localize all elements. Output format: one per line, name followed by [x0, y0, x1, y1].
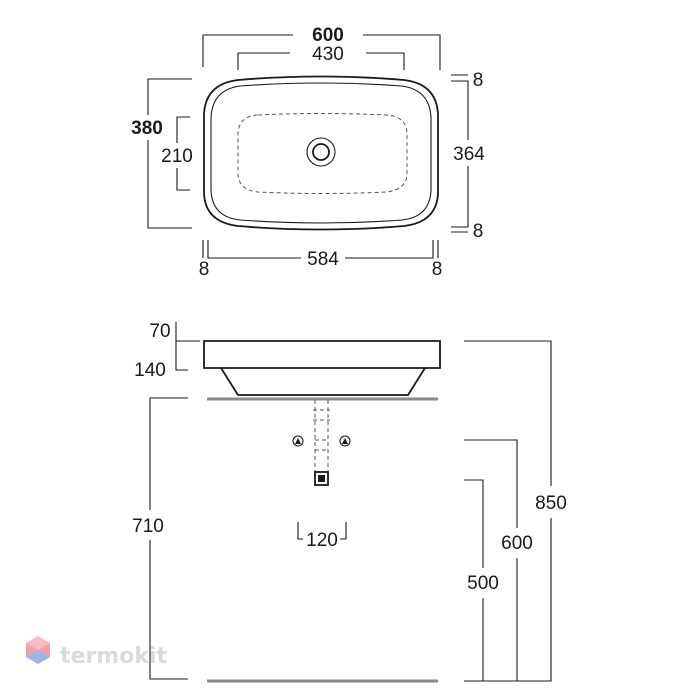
drain-pipe-dashed	[313, 400, 330, 478]
label-overall-width: 600	[312, 25, 344, 46]
dim-line-inner-width	[237, 52, 405, 70]
label-base-left: 8	[199, 259, 210, 280]
tap-marker-left	[295, 438, 301, 444]
dim-line-overall-depth	[147, 78, 192, 229]
label-overall-depth: 380	[131, 118, 163, 139]
label-height-tap: 600	[501, 533, 533, 554]
label-height-drain: 500	[467, 573, 499, 594]
dim-line-drain-spacing	[297, 522, 347, 540]
dim-line-overall-width	[202, 34, 441, 70]
basin-outer-outline	[203, 75, 439, 231]
sink-top-slab	[203, 340, 441, 369]
label-drain-spacing: 120	[306, 530, 338, 551]
tap-marker-right	[342, 438, 348, 444]
label-rim-bottom: 8	[473, 221, 484, 242]
label-base-width: 584	[307, 249, 339, 270]
watermark-text: termokit	[60, 644, 167, 669]
dim-line-height-total	[464, 340, 552, 682]
tap-connection-left	[292, 435, 304, 447]
label-rim-depth: 364	[453, 144, 485, 165]
tap-connection-right	[339, 435, 351, 447]
label-inner-depth: 210	[161, 146, 193, 167]
drain-inner-circle	[312, 143, 330, 161]
sink-basin-body	[220, 367, 426, 396]
dim-line-height-tap	[464, 439, 518, 681]
label-inner-width: 430	[312, 44, 344, 65]
label-basin-height: 140	[134, 360, 166, 381]
basin-bowl-dashed	[237, 113, 408, 194]
dim-line-inner-depth	[176, 116, 190, 191]
top-view: 600 430 380 210 8 364 8 8 584 8	[131, 25, 485, 280]
dim-line-height-drain	[464, 479, 484, 681]
termokit-logo-icon	[26, 636, 50, 664]
side-view: 70 140 710 120 850 600 500	[132, 321, 567, 683]
drain-outer-circle	[306, 137, 336, 167]
dim-line-rim-depth	[451, 74, 469, 233]
dim-line-counter-height	[149, 397, 188, 680]
label-height-total: 850	[535, 493, 567, 514]
label-counter-height: 710	[132, 516, 164, 537]
label-rim-height: 70	[149, 321, 170, 342]
drain-outlet-center	[318, 475, 325, 482]
dim-line-rim-height	[175, 322, 200, 371]
label-base-right: 8	[432, 259, 443, 280]
watermark: termokit	[26, 636, 167, 669]
dim-line-base-width	[202, 240, 439, 259]
basin-rim-outline	[210, 82, 432, 224]
label-rim-top: 8	[473, 70, 484, 91]
drain-outlet	[314, 471, 329, 486]
